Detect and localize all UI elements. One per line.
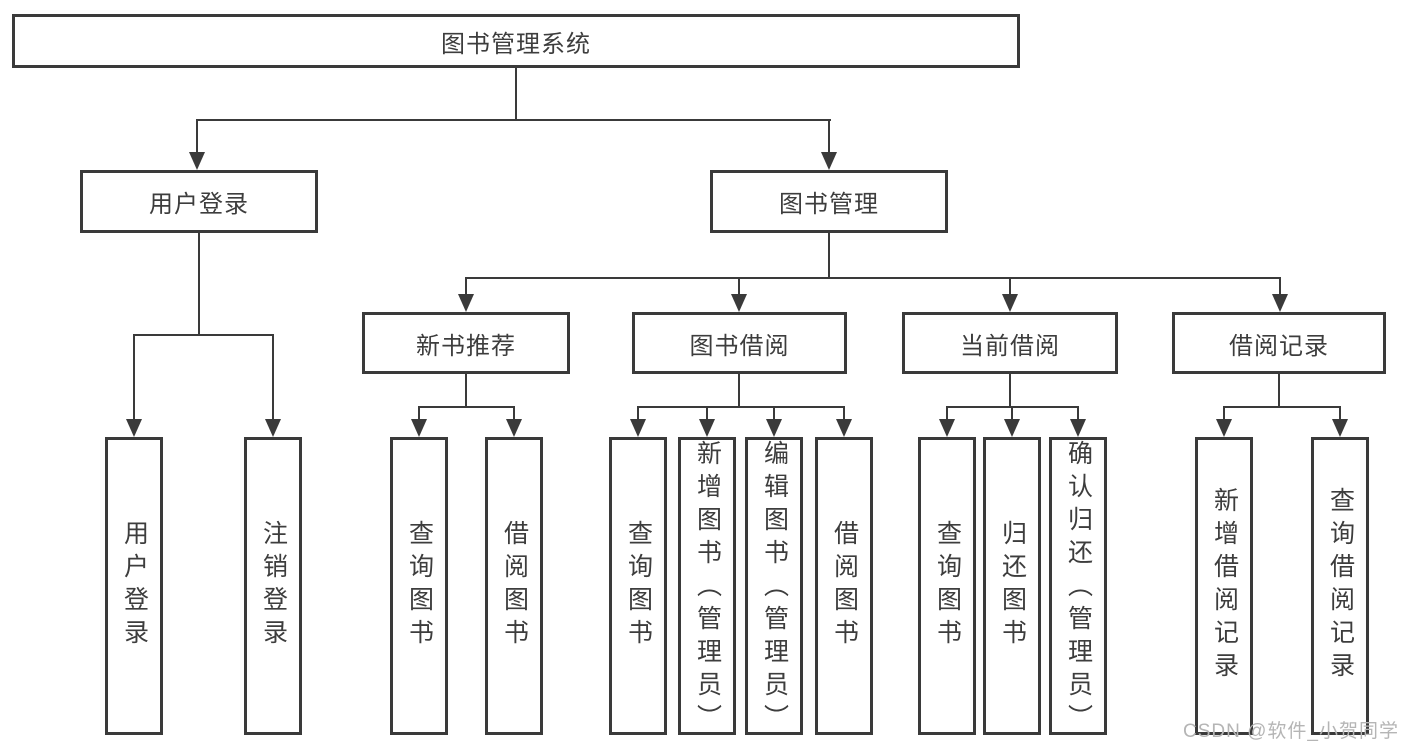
node-user-login-label: 用户登录 bbox=[149, 191, 249, 218]
arrow-down-icon bbox=[731, 294, 747, 312]
leaf-borrow-book-label: 借阅图书 bbox=[830, 520, 859, 652]
arrow-down-icon bbox=[1004, 419, 1020, 437]
connector-level1-rail bbox=[196, 119, 831, 121]
leaf-confirm-return-admin: 确认归还（管理员） bbox=[1049, 437, 1107, 737]
leaf-query-borrow-record: 查询借阅记录 bbox=[1311, 437, 1369, 735]
arrow-down-icon bbox=[189, 152, 205, 170]
node-new-book-recommend: 新书推荐 bbox=[362, 312, 570, 374]
leaf-return-book: 归还图书 bbox=[983, 437, 1041, 735]
arrow-down-icon bbox=[1332, 419, 1348, 437]
node-borrow-record-label: 借阅记录 bbox=[1229, 332, 1329, 360]
connector-drop bbox=[1011, 406, 1013, 421]
connector-root-stem bbox=[515, 68, 517, 120]
leaf-borrow-book-recommend-label: 借阅图书 bbox=[500, 520, 529, 652]
connector-user-login-stem bbox=[198, 233, 200, 336]
arrow-down-icon bbox=[1002, 294, 1018, 312]
leaf-user-login-label: 用户登录 bbox=[120, 520, 149, 652]
arrow-down-icon bbox=[821, 152, 837, 170]
leaf-query-book-current: 查询图书 bbox=[918, 437, 976, 735]
node-current-borrow-label: 当前借阅 bbox=[960, 332, 1060, 360]
arrow-down-icon bbox=[699, 419, 715, 437]
connector-drop bbox=[513, 406, 515, 421]
leaf-query-book-borrow-label: 查询图书 bbox=[624, 520, 653, 652]
leaf-query-book-borrow: 查询图书 bbox=[609, 437, 667, 735]
connector-drop-new-book bbox=[465, 277, 467, 296]
connector-drop-borrow-record bbox=[1279, 277, 1281, 296]
leaf-logout: 注销登录 bbox=[244, 437, 302, 735]
arrow-down-icon bbox=[458, 294, 474, 312]
arrow-down-icon bbox=[1070, 419, 1086, 437]
node-borrow-record: 借阅记录 bbox=[1172, 312, 1386, 374]
connector-drop bbox=[1077, 406, 1079, 421]
connector-drop-user-login bbox=[196, 119, 198, 154]
leaf-return-book-label: 归还图书 bbox=[998, 520, 1027, 652]
arrow-down-icon bbox=[411, 419, 427, 437]
connector-book-management-stem bbox=[828, 233, 830, 279]
leaf-edit-book-admin: 编辑图书（管理员） bbox=[745, 437, 803, 737]
leaf-query-book-current-label: 查询图书 bbox=[933, 520, 962, 652]
leaf-add-borrow-record: 新增借阅记录 bbox=[1195, 437, 1253, 735]
node-root-label: 图书管理系统 bbox=[441, 30, 591, 58]
csdn-watermark: CSDN @软件_小贺同学 bbox=[1183, 721, 1399, 742]
leaf-query-book-recommend-label: 查询图书 bbox=[405, 520, 434, 652]
arrow-down-icon bbox=[766, 419, 782, 437]
connector-drop-leaf-user-login bbox=[133, 334, 135, 421]
leaf-logout-label: 注销登录 bbox=[259, 520, 288, 652]
leaf-add-borrow-record-label: 新增借阅记录 bbox=[1210, 487, 1239, 685]
arrow-down-icon bbox=[506, 419, 522, 437]
connector-drop-book-borrow bbox=[738, 277, 740, 296]
node-new-book-recommend-label: 新书推荐 bbox=[416, 332, 516, 360]
node-book-management: 图书管理 bbox=[710, 170, 948, 233]
arrow-down-icon bbox=[836, 419, 852, 437]
node-book-borrow-label: 图书借阅 bbox=[689, 332, 790, 360]
connector-drop bbox=[1339, 406, 1341, 421]
arrow-down-icon bbox=[939, 419, 955, 437]
arrow-down-icon bbox=[126, 419, 142, 437]
connector-user-login-rail bbox=[133, 334, 274, 336]
connector-drop bbox=[706, 406, 708, 421]
connector-book-borrow-stem bbox=[738, 374, 740, 408]
connector-drop-leaf-logout bbox=[272, 334, 274, 421]
connector-drop-book-management bbox=[828, 119, 830, 154]
connector-drop bbox=[843, 406, 845, 421]
connector-new-book-stem bbox=[465, 374, 467, 408]
node-user-login: 用户登录 bbox=[80, 170, 318, 233]
connector-drop bbox=[773, 406, 775, 421]
connector-drop bbox=[418, 406, 420, 421]
node-current-borrow: 当前借阅 bbox=[902, 312, 1118, 374]
connector-drop bbox=[946, 406, 948, 421]
connector-current-borrow-stem bbox=[1009, 374, 1011, 408]
connector-drop bbox=[637, 406, 639, 421]
connector-book-management-rail bbox=[465, 277, 1281, 279]
connector-book-borrow-rail bbox=[637, 406, 845, 408]
arrow-down-icon bbox=[265, 419, 281, 437]
leaf-confirm-return-admin-label: 确认归还（管理员） bbox=[1064, 440, 1093, 737]
leaf-add-book-admin: 新增图书（管理员） bbox=[678, 437, 736, 737]
leaf-user-login: 用户登录 bbox=[105, 437, 163, 735]
arrow-down-icon bbox=[630, 419, 646, 437]
node-root-system: 图书管理系统 bbox=[12, 14, 1020, 68]
leaf-borrow-book-recommend: 借阅图书 bbox=[485, 437, 543, 735]
leaf-add-book-admin-label: 新增图书（管理员） bbox=[693, 440, 722, 737]
leaf-query-book-recommend: 查询图书 bbox=[390, 437, 448, 735]
connector-drop-current-borrow bbox=[1009, 277, 1011, 296]
connector-drop bbox=[1223, 406, 1225, 421]
connector-borrow-record-stem bbox=[1278, 374, 1280, 408]
connector-new-book-rail bbox=[418, 406, 515, 408]
arrow-down-icon bbox=[1272, 294, 1288, 312]
node-book-borrow: 图书借阅 bbox=[632, 312, 847, 374]
leaf-query-borrow-record-label: 查询借阅记录 bbox=[1326, 487, 1355, 685]
node-book-management-label: 图书管理 bbox=[779, 191, 879, 218]
leaf-borrow-book: 借阅图书 bbox=[815, 437, 873, 735]
arrow-down-icon bbox=[1216, 419, 1232, 437]
connector-borrow-record-rail bbox=[1223, 406, 1341, 408]
leaf-edit-book-admin-label: 编辑图书（管理员） bbox=[760, 440, 789, 737]
